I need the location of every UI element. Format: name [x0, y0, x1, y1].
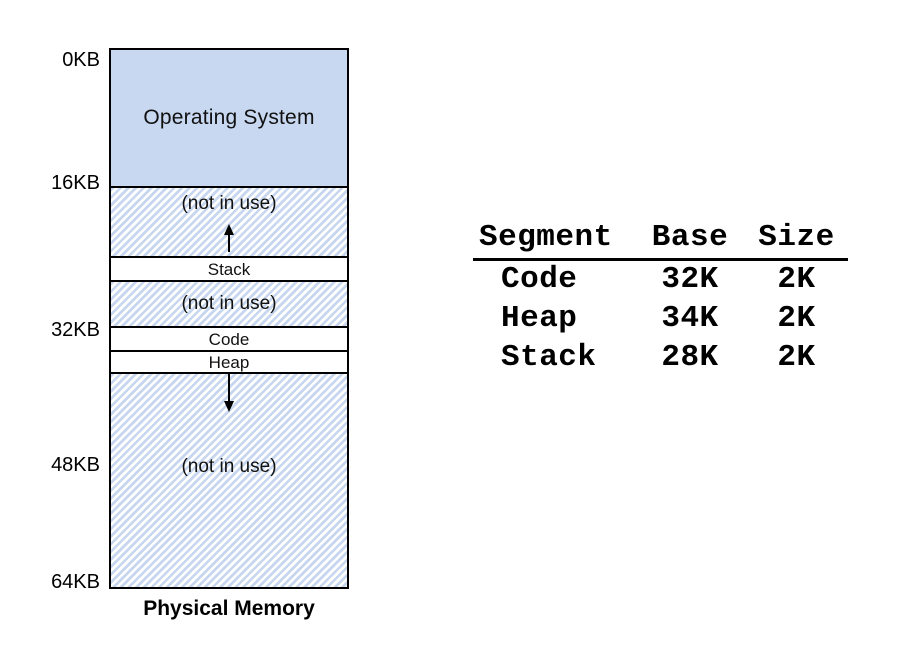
segment-not-in-use-2: (not in use)	[111, 280, 347, 326]
cell-segment: Code	[501, 262, 578, 298]
table-row: Heap 34K 2K	[473, 299, 848, 338]
not-in-use-label: (not in use)	[181, 193, 277, 214]
table-row: Code 32K 2K	[473, 260, 848, 299]
axis-label-32kb: 32KB	[51, 319, 100, 341]
cell-size: 2K	[777, 339, 816, 375]
operating-system-label: Operating System	[143, 106, 315, 129]
table-header-row: Segment Base Size	[473, 220, 848, 261]
cell-base: 34K	[661, 300, 719, 336]
table-row: Stack 28K 2K	[473, 338, 848, 377]
header-base: Base	[635, 220, 745, 261]
axis-label-48kb: 48KB	[51, 454, 100, 476]
header-size: Size	[745, 220, 848, 261]
segment-heap: Heap	[111, 350, 347, 372]
axis-label-16kb: 16KB	[51, 172, 100, 194]
cell-segment: Heap	[501, 300, 578, 336]
cell-size: 2K	[777, 262, 816, 298]
heap-label: Heap	[208, 352, 250, 372]
axis-label-0kb: 0KB	[62, 49, 100, 71]
not-in-use-label: (not in use)	[181, 456, 277, 477]
stack-label: Stack	[207, 259, 251, 279]
cell-base: 32K	[661, 262, 719, 298]
segment-table: Segment Base Size Code 32K 2K Heap 34K 2…	[473, 220, 848, 377]
segment-stack: Stack	[111, 256, 347, 280]
stack-growth-arrow-up-icon	[221, 224, 237, 257]
segment-not-in-use-1: (not in use)	[111, 186, 347, 256]
not-in-use-label: (not in use)	[181, 293, 277, 314]
diagram-title: Physical Memory	[143, 597, 315, 620]
cell-base: 28K	[661, 339, 719, 375]
heap-growth-arrow-down-icon	[221, 374, 237, 417]
segment-operating-system: Operating System	[111, 50, 347, 186]
memory-column: Operating System (not in use) Stack (not…	[109, 48, 349, 589]
header-segment: Segment	[473, 220, 635, 261]
cell-size: 2K	[777, 300, 816, 336]
cell-segment: Stack	[501, 339, 597, 375]
axis-label-64kb: 64KB	[51, 571, 100, 593]
segment-code: Code	[111, 326, 347, 350]
segment-not-in-use-3: (not in use)	[111, 372, 347, 587]
code-label: Code	[208, 329, 250, 349]
